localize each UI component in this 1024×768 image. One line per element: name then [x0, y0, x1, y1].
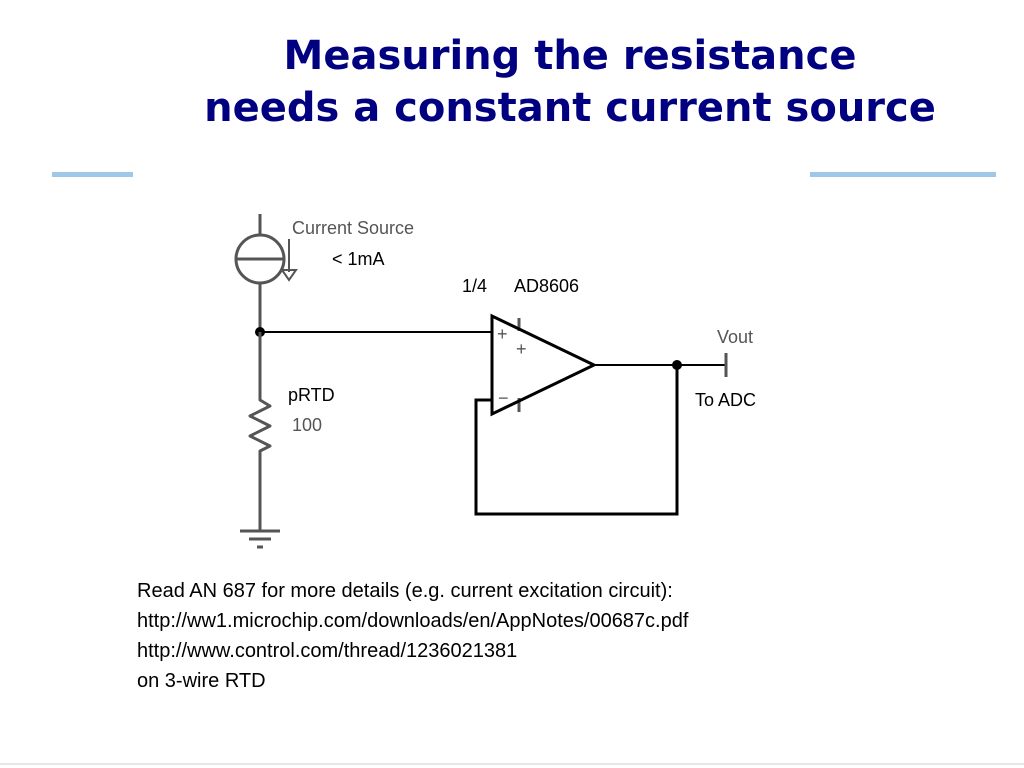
note-link-microchip[interactable]: http://ww1.microchip.com/downloads/en/Ap…	[137, 610, 689, 632]
reference-notes: Read AN 687 for more details (e.g. curre…	[137, 576, 977, 696]
output-to-adc-label: To ADC	[695, 390, 756, 410]
title-rule-left	[52, 172, 133, 177]
current-source-symbol	[234, 214, 298, 330]
note-line-1: Read AN 687 for more details (e.g. curre…	[137, 580, 673, 602]
opamp-plus-sign: +	[516, 339, 527, 359]
opamp-part-label: AD8606	[514, 276, 579, 296]
slide-title-line-2: needs a constant current source	[204, 85, 936, 131]
prtd-resistor-symbol	[248, 395, 272, 455]
output-vout-label: Vout	[717, 327, 753, 347]
opamp-triangle	[490, 313, 598, 417]
opamp-minus-sign: −	[498, 388, 509, 408]
opamp-fraction-label: 1/4	[462, 276, 487, 296]
slide-title-line-1: Measuring the resistance	[283, 33, 857, 79]
resistor-value-label: 100	[292, 415, 322, 435]
current-source-label: Current Source	[292, 218, 414, 238]
current-source-value: < 1mA	[332, 249, 385, 269]
opamp-ad8606-symbol	[490, 313, 598, 417]
resistor-prtd-label: pRTD	[288, 385, 335, 405]
note-link-control[interactable]: http://www.control.com/thread/1236021381	[137, 640, 518, 662]
opamp-plus-input-mark: +	[497, 324, 508, 344]
title-rule-right	[810, 172, 996, 177]
slide-title: Measuring the resistance needs a constan…	[160, 30, 980, 134]
bottom-divider	[0, 763, 1024, 765]
feedback-loop-wire	[474, 365, 679, 516]
ground-icon	[240, 529, 280, 549]
current-direction-arrow-icon	[280, 239, 298, 282]
note-line-4: on 3-wire RTD	[137, 670, 266, 692]
